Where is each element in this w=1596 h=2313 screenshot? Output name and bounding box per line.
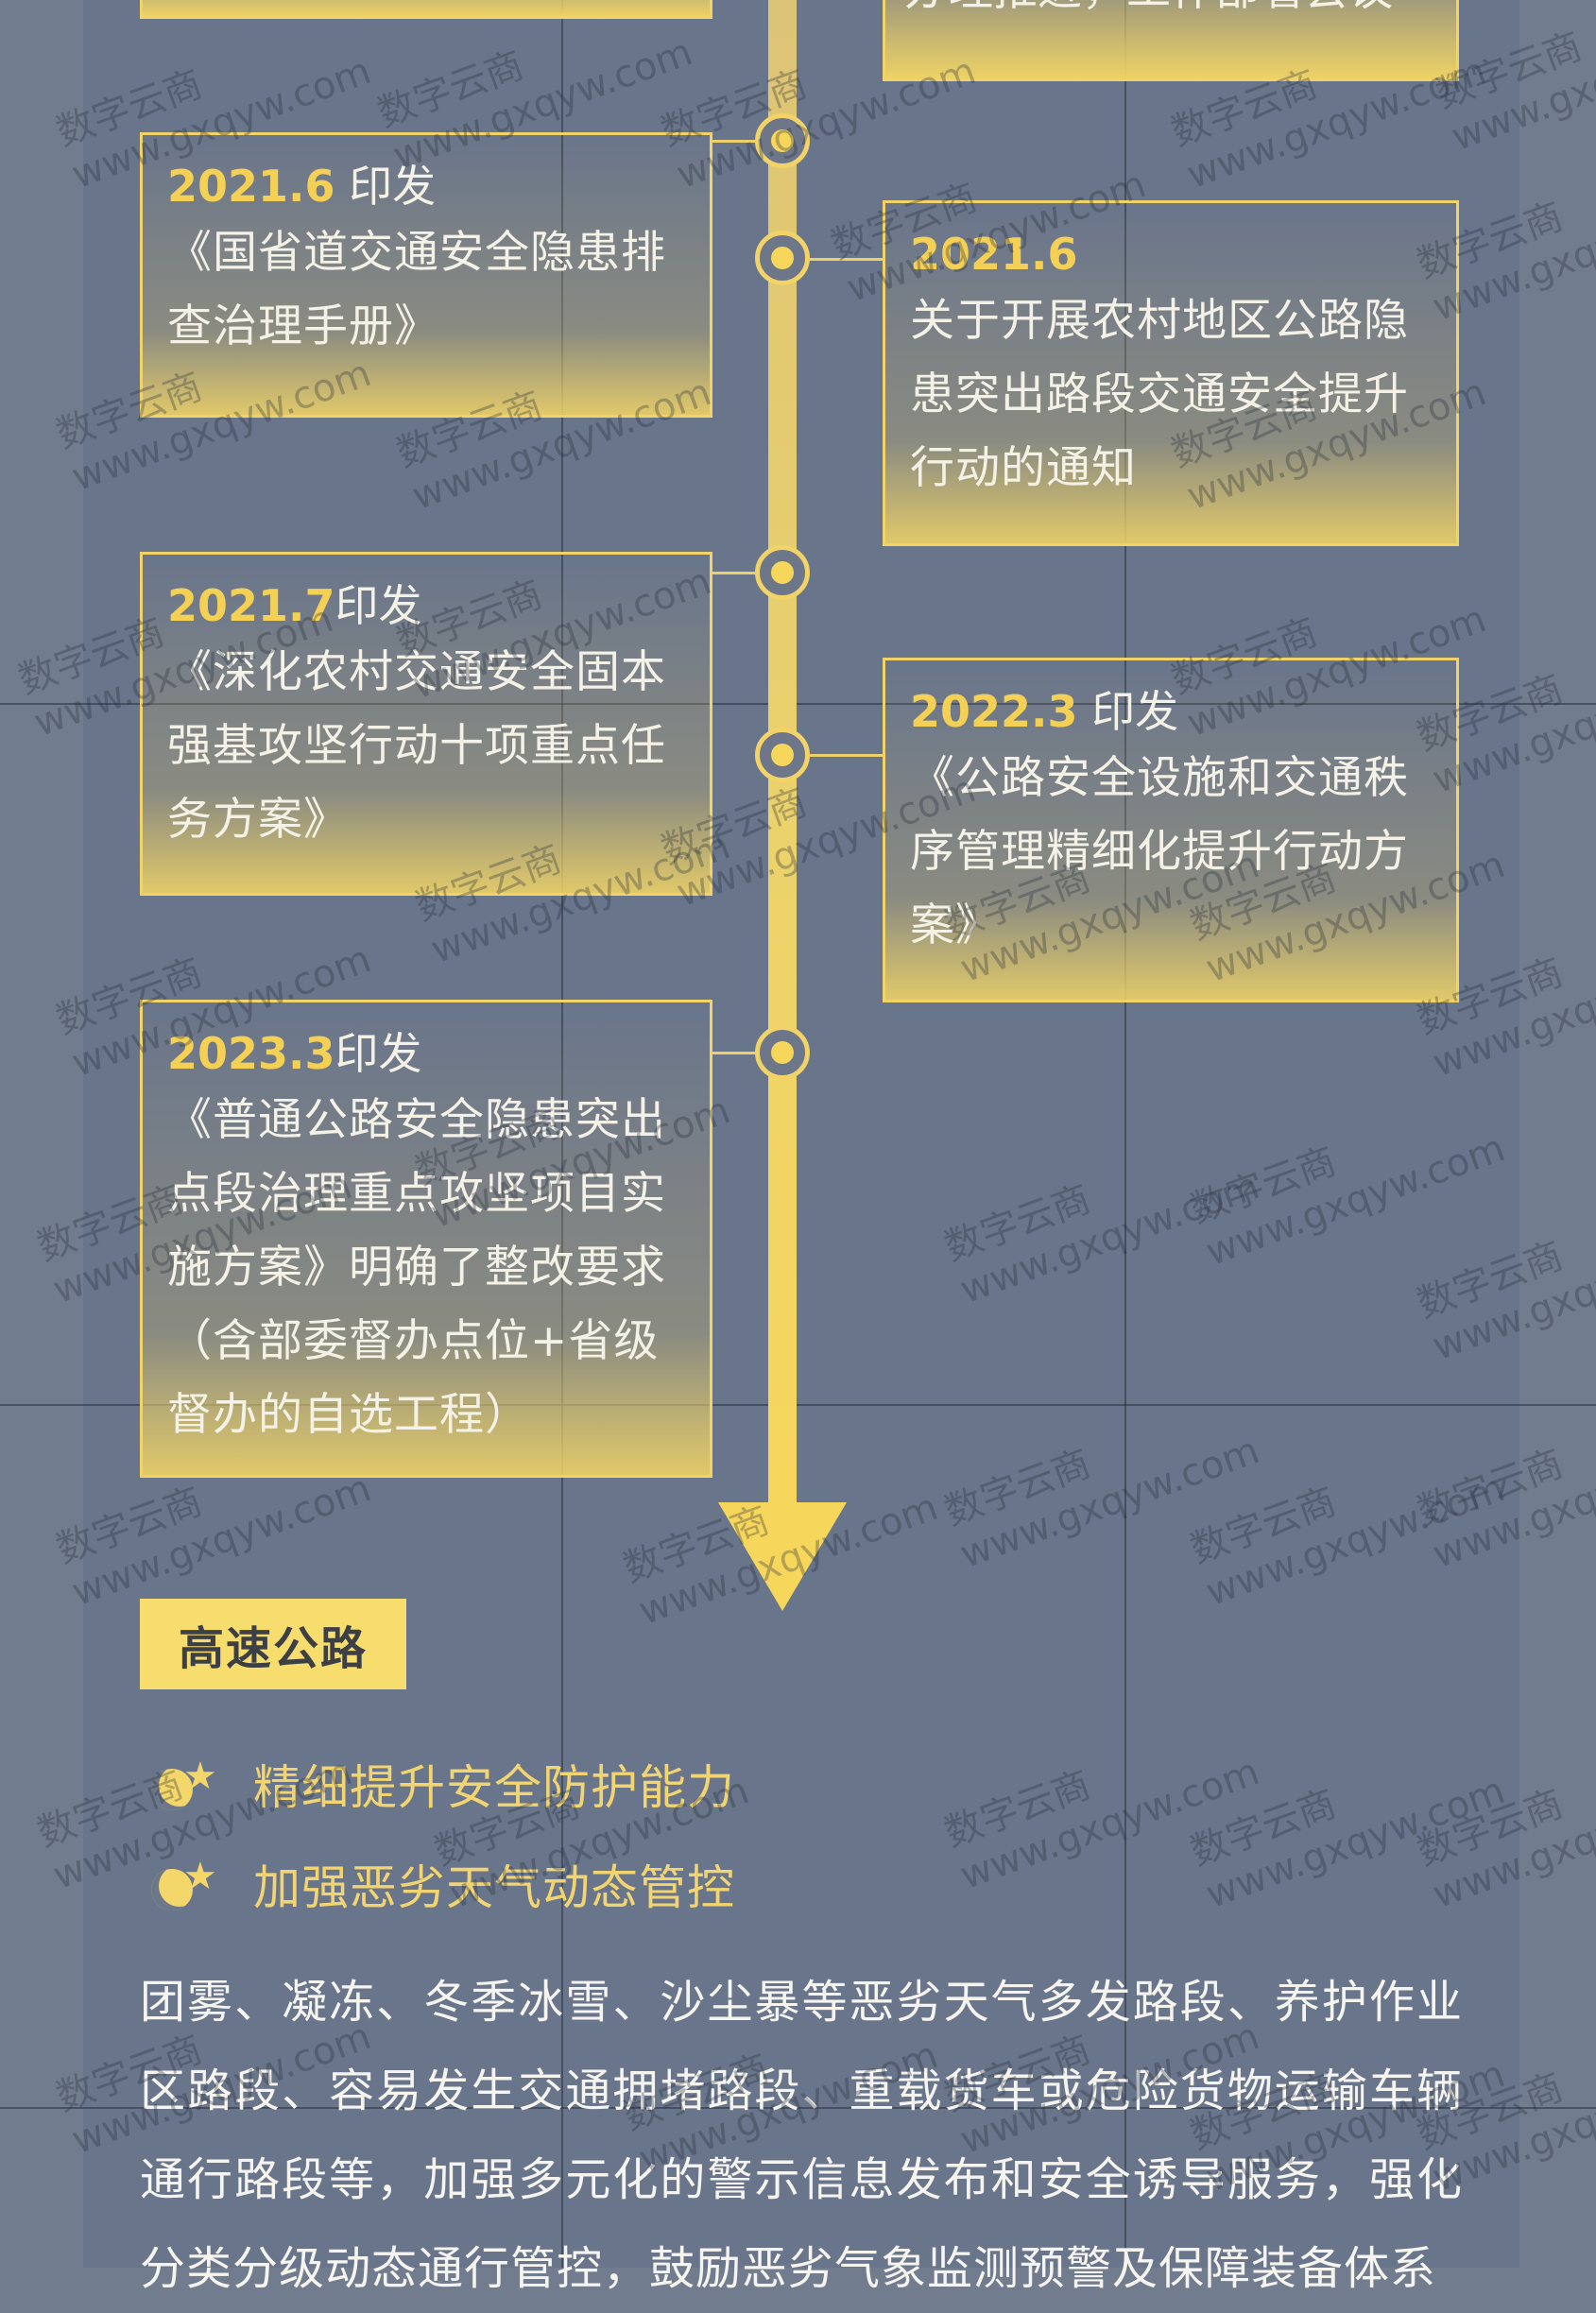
card-date: 2021.6 印发 xyxy=(167,161,437,212)
timeline-card: 2021.7印发 《深化农村交通安全固本强基攻坚行动十项重点任务方案》 xyxy=(140,552,712,896)
feature-label: 加强恶劣天气动态管控 xyxy=(253,1860,735,1915)
node-connector xyxy=(712,140,769,143)
card-body-fragment: 办理推进，工作部署会议 xyxy=(904,0,1393,18)
timeline-node xyxy=(755,728,810,782)
timeline-node xyxy=(755,545,810,600)
grid-line xyxy=(0,703,1596,705)
card-date: 2021.7印发 xyxy=(167,580,422,631)
timeline-node xyxy=(755,1025,810,1080)
node-connector xyxy=(796,754,884,757)
timeline-card: 2023.3印发 《普通公路安全隐患突出点段治理重点攻坚项目实施方案》明确了整改… xyxy=(140,1000,712,1478)
card-date: 2022.3 印发 xyxy=(910,686,1179,737)
timeline-arrowhead xyxy=(718,1502,847,1611)
card-tag: 印发 xyxy=(1077,686,1179,737)
card-date: 2021.6 xyxy=(910,229,1078,280)
timeline-card: 2022.3 印发 《公路安全设施和交通秩序管理精细化提升行动方案》 xyxy=(883,658,1459,1002)
node-connector xyxy=(712,1052,769,1054)
grid-line xyxy=(0,2107,1596,2109)
card-body: 关于开展农村地区公路隐患突出路段交通安全提升行动的通知 xyxy=(910,295,1409,494)
card-tag: 印发 xyxy=(335,161,437,212)
feature-item: ★ 精细提升安全防护能力 xyxy=(151,1750,735,1818)
node-connector xyxy=(796,258,884,261)
timeline-card-partial: 办理推进，工作部署会议 xyxy=(883,0,1459,81)
card-tag: 印发 xyxy=(335,1028,422,1079)
grid-line xyxy=(1124,0,1126,2268)
grid-line xyxy=(0,1404,1596,1406)
section-tag: 高速公路 xyxy=(140,1599,406,1689)
timeline-card: 2021.6 关于开展农村地区公路隐患突出路段交通安全提升行动的通知 xyxy=(883,200,1459,546)
feature-item: ★ 加强恶劣天气动态管控 xyxy=(151,1850,735,1918)
card-body: 《深化农村交通安全固本强基攻坚行动十项重点任务方案》 xyxy=(167,646,666,846)
card-body: 《国省道交通安全隐患排查治理手册》 xyxy=(167,227,666,352)
timeline-node xyxy=(755,231,810,285)
section-paragraph: 团雾、凝冻、冬季冰雪、沙尘暴等恶劣天气多发路段、养护作业区路段、容易发生交通拥堵… xyxy=(140,1976,1463,2295)
moon-star-icon: ★ xyxy=(151,1756,225,1812)
card-body: 《普通公路安全隐患突出点段治理重点攻坚项目实施方案》明确了整改要求（含部委督办点… xyxy=(167,1094,666,1441)
node-connector xyxy=(712,572,769,574)
feature-label: 精细提升安全防护能力 xyxy=(253,1760,735,1815)
timeline-card: 2021.6 印发 《国省道交通安全隐患排查治理手册》 xyxy=(140,132,712,418)
moon-star-icon: ★ xyxy=(151,1856,225,1912)
timeline-node xyxy=(755,113,810,168)
card-date: 2023.3印发 xyxy=(167,1028,422,1079)
card-tag: 印发 xyxy=(335,580,422,631)
timeline-card-partial xyxy=(140,0,712,19)
card-body: 《公路安全设施和交通秩序管理精细化提升行动方案》 xyxy=(910,752,1409,951)
